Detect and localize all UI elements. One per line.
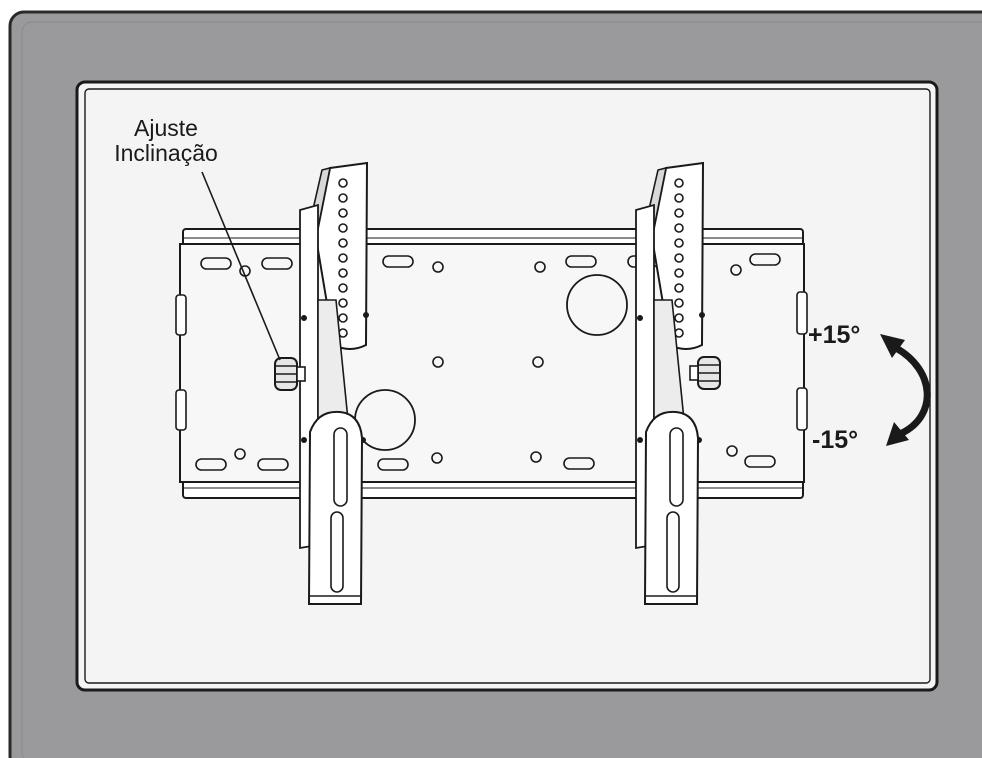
curved-tilt-arrow-icon bbox=[880, 334, 931, 446]
tilt-adjust-label-line1: Ajuste bbox=[134, 115, 198, 141]
label-leader-line bbox=[201, 171, 281, 361]
tilt-adjust-label: Ajuste Inclinação bbox=[96, 116, 236, 166]
tilt-down-angle-label: -15° bbox=[812, 426, 859, 454]
tilt-adjust-label-line2: Inclinação bbox=[114, 139, 218, 166]
tilt-up-angle-label: +15° bbox=[808, 321, 861, 349]
